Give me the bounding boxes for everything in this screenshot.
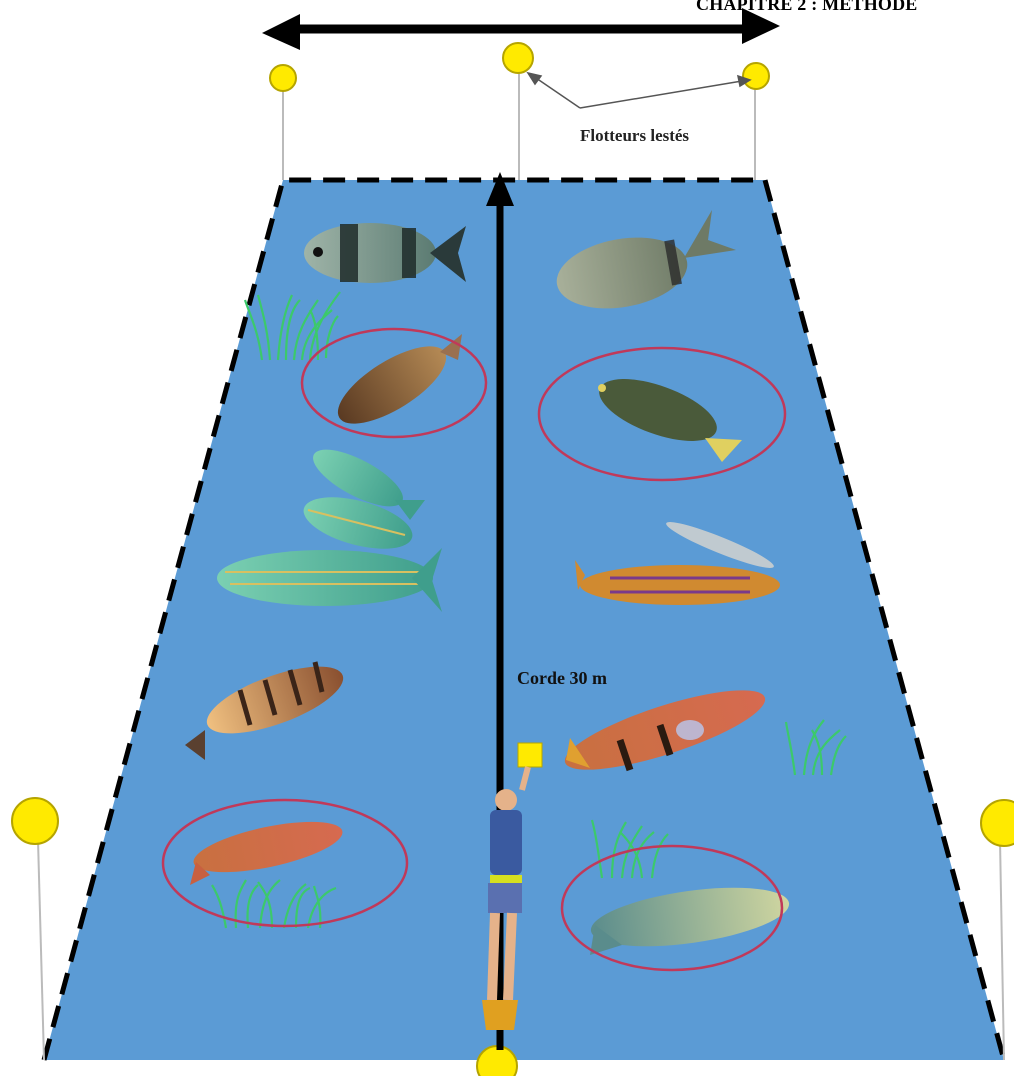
rope-label: Corde 30 m	[517, 668, 607, 689]
float-bottom-left	[12, 798, 58, 844]
floats-label: Flotteurs lestés	[580, 126, 689, 146]
float-bottom-right	[981, 800, 1014, 846]
float-top-right	[743, 63, 769, 89]
float-bottom-center	[477, 1046, 517, 1076]
float-pointer-lines	[528, 73, 750, 108]
water-area	[44, 180, 1004, 1060]
float-top-center	[503, 43, 533, 73]
float-top-left	[270, 65, 296, 91]
